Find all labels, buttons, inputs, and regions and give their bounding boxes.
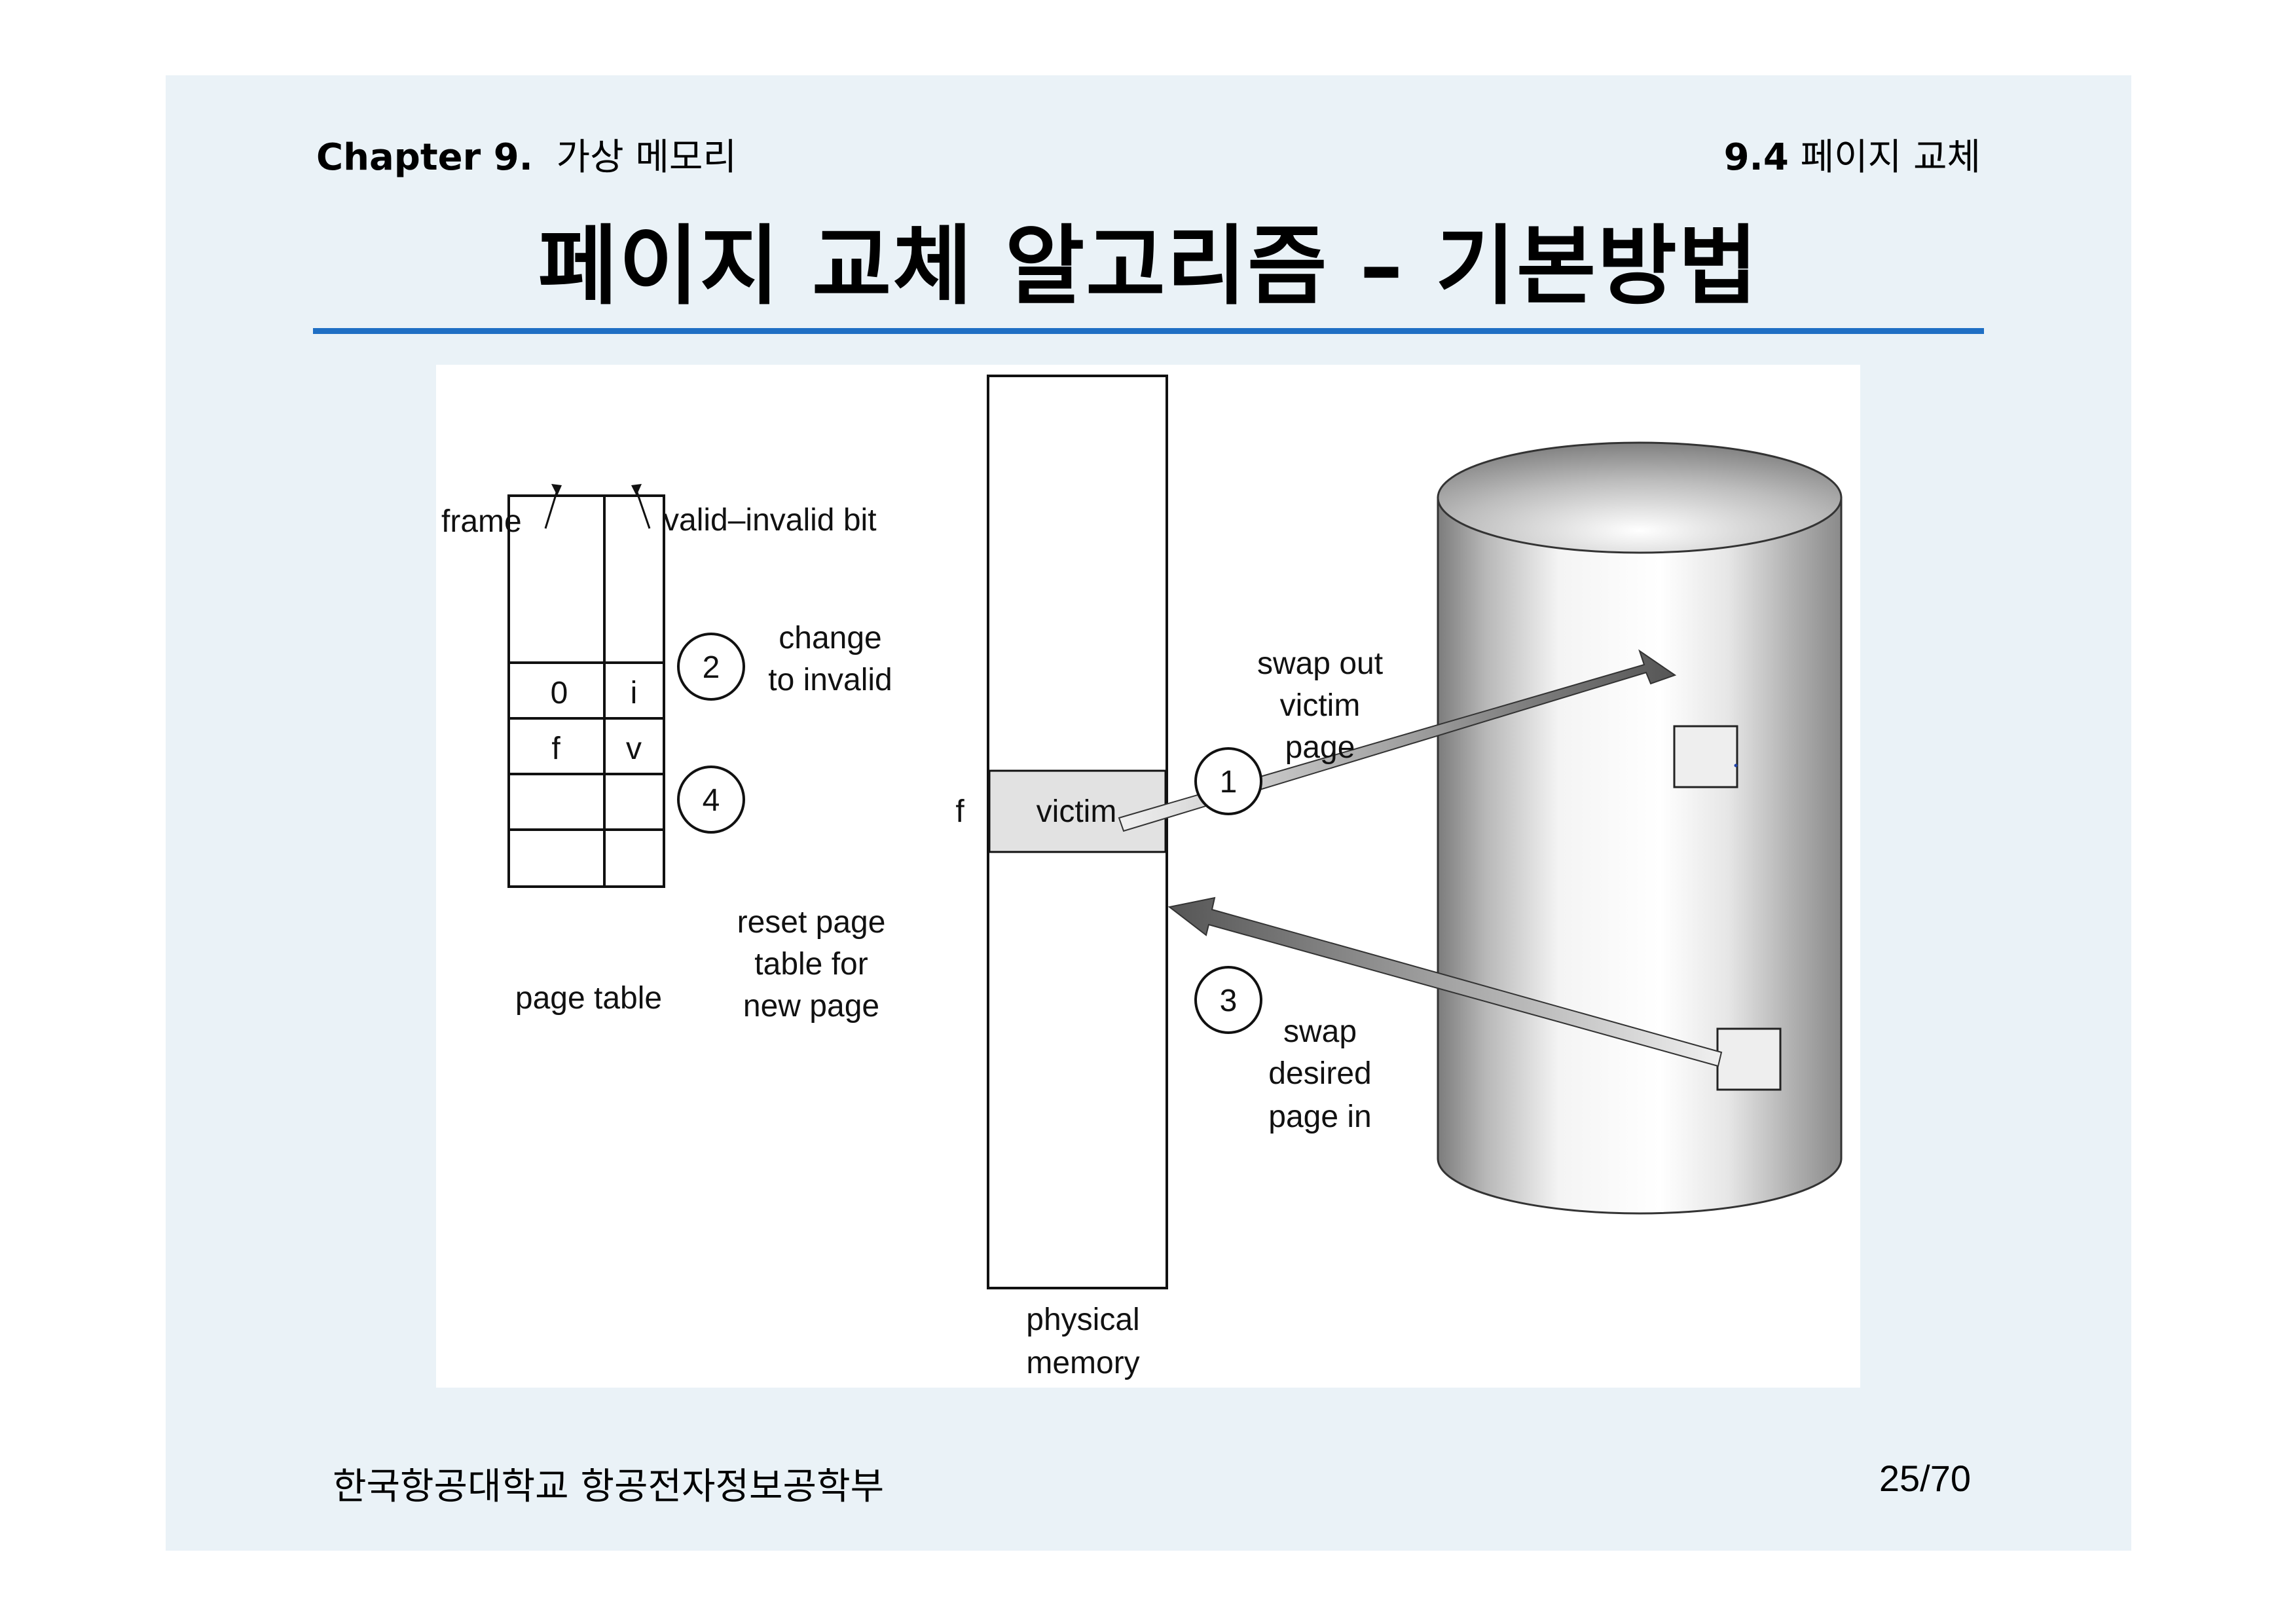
bit-pointer-arrow xyxy=(631,484,651,529)
footer-school: 한국항공대학교 항공전자정보공학부 xyxy=(333,1466,885,1508)
slide-title: 페이지 교체 알고리즘 – 기본방법 xyxy=(538,216,1759,317)
step-3-number: 3 xyxy=(1220,984,1238,1018)
step-3: 3 swap desired page in xyxy=(1194,966,1372,1134)
step-3-text-1: swap xyxy=(1283,1014,1357,1049)
slide: Chapter 9. 가상 메모리 9.4 페이지 교체 페이지 교체 알고리즘… xyxy=(166,75,2131,1551)
victim-label: victim xyxy=(1037,794,1117,829)
chapter-header: Chapter 9. 가상 메모리 xyxy=(316,136,737,179)
step-2-number: 2 xyxy=(703,650,720,685)
swap-in-arrow xyxy=(1167,896,1723,1067)
step-2: 2 change to invalid xyxy=(677,621,892,701)
victim-frame xyxy=(988,769,1167,853)
step-4-text-2: table for xyxy=(754,947,868,982)
frame-pointer-arrow xyxy=(544,484,562,529)
valid-invalid-bit-label: valid–invalid bit xyxy=(663,503,877,538)
table-row-bit: i xyxy=(631,676,638,710)
table-row-frame: f xyxy=(551,731,560,766)
step-1-text-1: swap out xyxy=(1257,646,1383,681)
step-2-text-1: change xyxy=(779,621,881,655)
backing-store-cylinder xyxy=(1437,441,1843,1215)
page-replacement-figure: victim f physical memory 0 i xyxy=(436,365,1860,1388)
frame-label: frame xyxy=(441,504,522,539)
step-4: 4 reset page table for new page xyxy=(677,766,886,1024)
page-table: 0 i f v xyxy=(507,494,665,888)
step-3-text-2: desired xyxy=(1268,1056,1371,1091)
step-4-text-3: new page xyxy=(743,989,879,1024)
dot-mark xyxy=(1734,764,1738,767)
physical-memory: victim f physical memory xyxy=(955,375,1168,1380)
step-4-number: 4 xyxy=(703,783,720,818)
section-header: 9.4 페이지 교체 xyxy=(1723,136,1981,179)
page-number: 25/70 xyxy=(1879,1458,1971,1499)
physical-memory-label-1: physical xyxy=(1026,1302,1139,1337)
step-4-text-1: reset page xyxy=(737,905,886,940)
page-table-label: page table xyxy=(515,981,662,1016)
frame-f-label: f xyxy=(955,794,964,829)
step-2-text-2: to invalid xyxy=(768,663,892,697)
step-1: 1 swap out victim page xyxy=(1194,646,1383,815)
step-1-text-2: victim xyxy=(1280,688,1361,723)
desired-page-on-disk xyxy=(1716,1027,1782,1091)
table-row-bit: v xyxy=(626,731,642,766)
step-1-text-3: page xyxy=(1285,730,1355,765)
title-rule xyxy=(313,328,1984,334)
table-row-frame: 0 xyxy=(551,676,568,710)
step-1-number: 1 xyxy=(1220,765,1238,800)
victim-page-on-disk xyxy=(1673,725,1738,788)
step-3-text-3: page in xyxy=(1268,1099,1371,1134)
physical-memory-label-2: memory xyxy=(1026,1346,1139,1380)
